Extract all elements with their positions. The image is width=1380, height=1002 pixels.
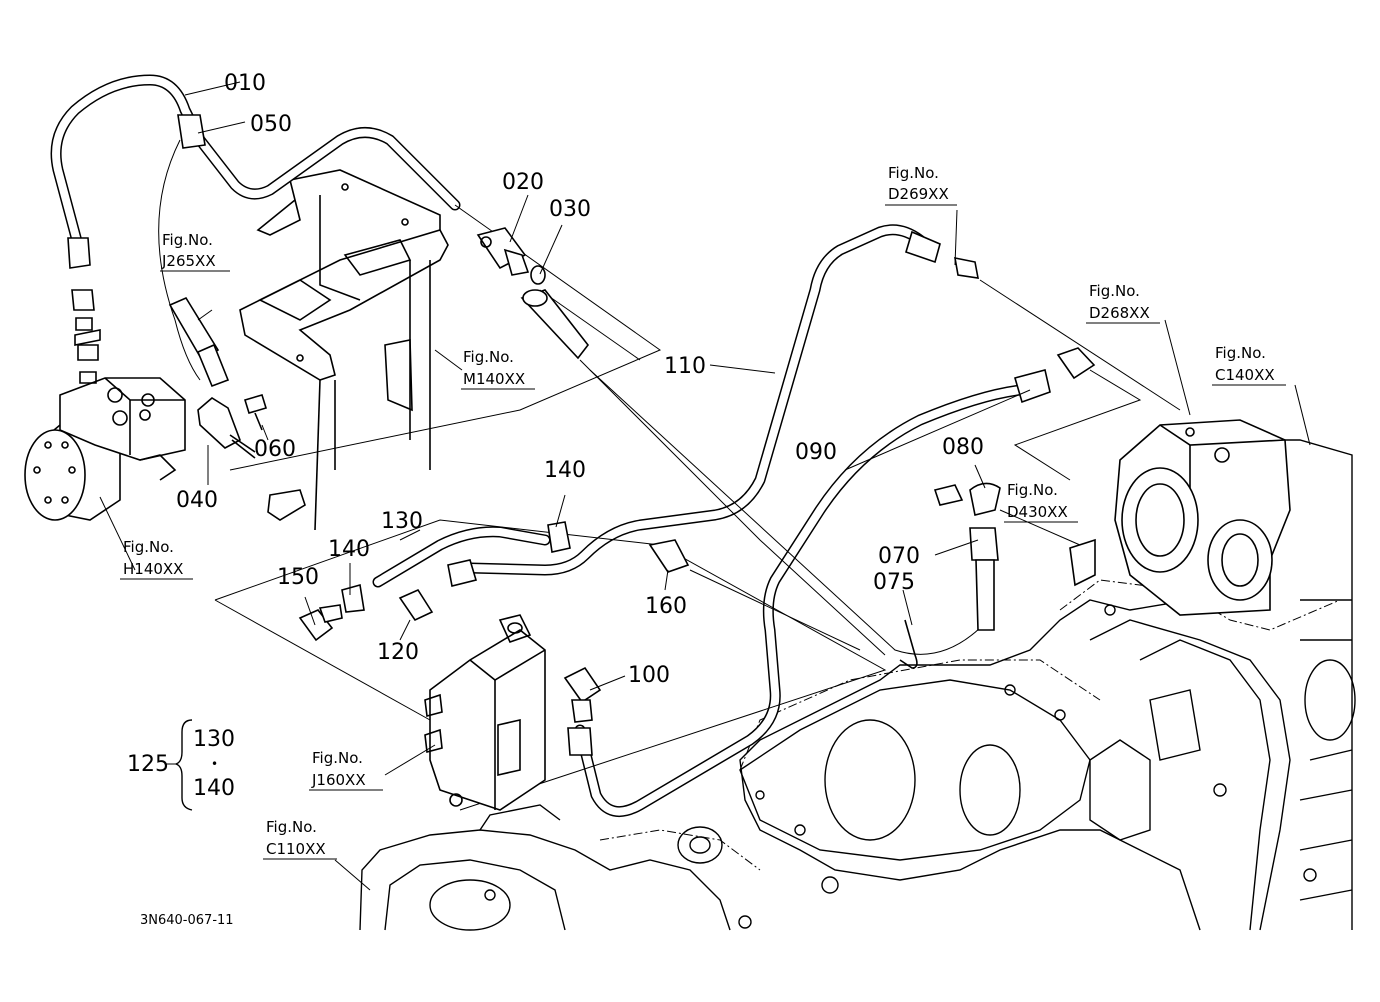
part-label-160: 160 (645, 594, 687, 619)
pipe-010 (50, 74, 461, 269)
pipe-130 (372, 526, 551, 588)
part-label-050: 050 (250, 112, 292, 137)
clamp-040 (197, 397, 256, 459)
clip-080 (933, 482, 1001, 516)
fitting-under-030 (520, 289, 590, 360)
part-label-150: 150 (277, 565, 319, 590)
svg-text:D268XX: D268XX (1089, 304, 1150, 322)
fig-ref-d269: Fig.No. D269XX (885, 164, 957, 206)
svg-text:Fig.No.: Fig.No. (123, 538, 174, 556)
svg-text:M140XX: M140XX (463, 370, 525, 388)
oring-030 (530, 265, 546, 285)
svg-text:Fig.No.: Fig.No. (1089, 282, 1140, 300)
svg-text:Fig.No.: Fig.No. (1007, 481, 1058, 499)
part-label-110: 110 (664, 354, 706, 379)
svg-text:C140XX: C140XX (1215, 366, 1275, 384)
part-label-020: 020 (502, 170, 544, 195)
kit-number: 125 (127, 752, 169, 777)
part-number-labels: 010 050 020 030 060 040 110 090 080 070 … (176, 71, 984, 688)
svg-text:H140XX: H140XX (123, 560, 183, 578)
leader-lines (99, 81, 1311, 891)
fitting-140a (547, 521, 571, 553)
fitting-020 (476, 227, 530, 276)
elbow-150 (298, 604, 343, 642)
svg-text:Fig.No.: Fig.No. (266, 818, 317, 836)
svg-text:C110XX: C110XX (266, 840, 326, 858)
fig-ref-d268: Fig.No. D268XX (1086, 282, 1160, 324)
lower-housing (359, 804, 761, 931)
fig-ref-c110: Fig.No. C110XX (263, 818, 337, 860)
fig-ref-j265: Fig.No. J265XX (160, 231, 230, 272)
bolt-060 (243, 394, 268, 431)
fig-ref-c140: Fig.No. C140XX (1212, 344, 1286, 386)
figure-references: Fig.No. J265XX Fig.No. M140XX Fig.No. H1… (120, 164, 1286, 860)
fitting-d269 (954, 256, 979, 279)
document-number: 3N640-067-11 (140, 913, 234, 928)
kit-group-125: 125 130 • 140 (127, 719, 235, 811)
fig-ref-m140: Fig.No. M140XX (461, 348, 535, 390)
elbow-100 (563, 666, 602, 723)
clip-140b (341, 583, 365, 613)
part-label-140-upper: 140 (544, 458, 586, 483)
part-label-130: 130 (381, 509, 423, 534)
pipe-090 (567, 369, 1051, 818)
part-label-030: 030 (549, 197, 591, 222)
svg-text:J160XX: J160XX (311, 771, 366, 789)
part-label-090: 090 (795, 440, 837, 465)
svg-text:Fig.No.: Fig.No. (463, 348, 514, 366)
svg-text:Fig.No.: Fig.No. (312, 749, 363, 767)
svg-text:D430XX: D430XX (1007, 503, 1068, 521)
part-label-075: 075 (873, 570, 915, 595)
fig-ref-h140: Fig.No. H140XX (120, 538, 193, 580)
kit-separator: • (211, 757, 218, 771)
part-label-140-lower: 140 (328, 537, 370, 562)
fitting-d268 (1056, 347, 1096, 380)
part-label-120: 120 (377, 640, 419, 665)
kit-item-130: 130 (193, 727, 235, 752)
part-label-100: 100 (628, 663, 670, 688)
bracket (239, 169, 449, 531)
bracket-d430 (1069, 538, 1096, 587)
svg-text:D269XX: D269XX (888, 185, 949, 203)
svg-text:J265XX: J265XX (161, 252, 216, 270)
part-label-010: 010 (224, 71, 266, 96)
svg-text:Fig.No.: Fig.No. (1215, 344, 1266, 362)
fig-ref-d430: Fig.No. D430XX (1004, 481, 1078, 523)
svg-text:Fig.No.: Fig.No. (888, 164, 939, 182)
fig-ref-j160: Fig.No. J160XX (309, 749, 383, 791)
fitting-070 (969, 527, 999, 631)
part-label-040: 040 (176, 488, 218, 513)
kit-item-140: 140 (193, 776, 235, 801)
part-label-060: 060 (254, 437, 296, 462)
pump-body (1114, 419, 1291, 616)
part-label-080: 080 (942, 435, 984, 460)
elbow-120 (398, 588, 434, 622)
svg-text:Fig.No.: Fig.No. (162, 231, 213, 249)
tee-160 (648, 539, 690, 573)
steering-unit (24, 289, 186, 521)
tie-075 (899, 619, 918, 669)
hose-050-sleeve (158, 139, 230, 388)
control-valve (424, 614, 546, 811)
part-label-070: 070 (878, 544, 920, 569)
